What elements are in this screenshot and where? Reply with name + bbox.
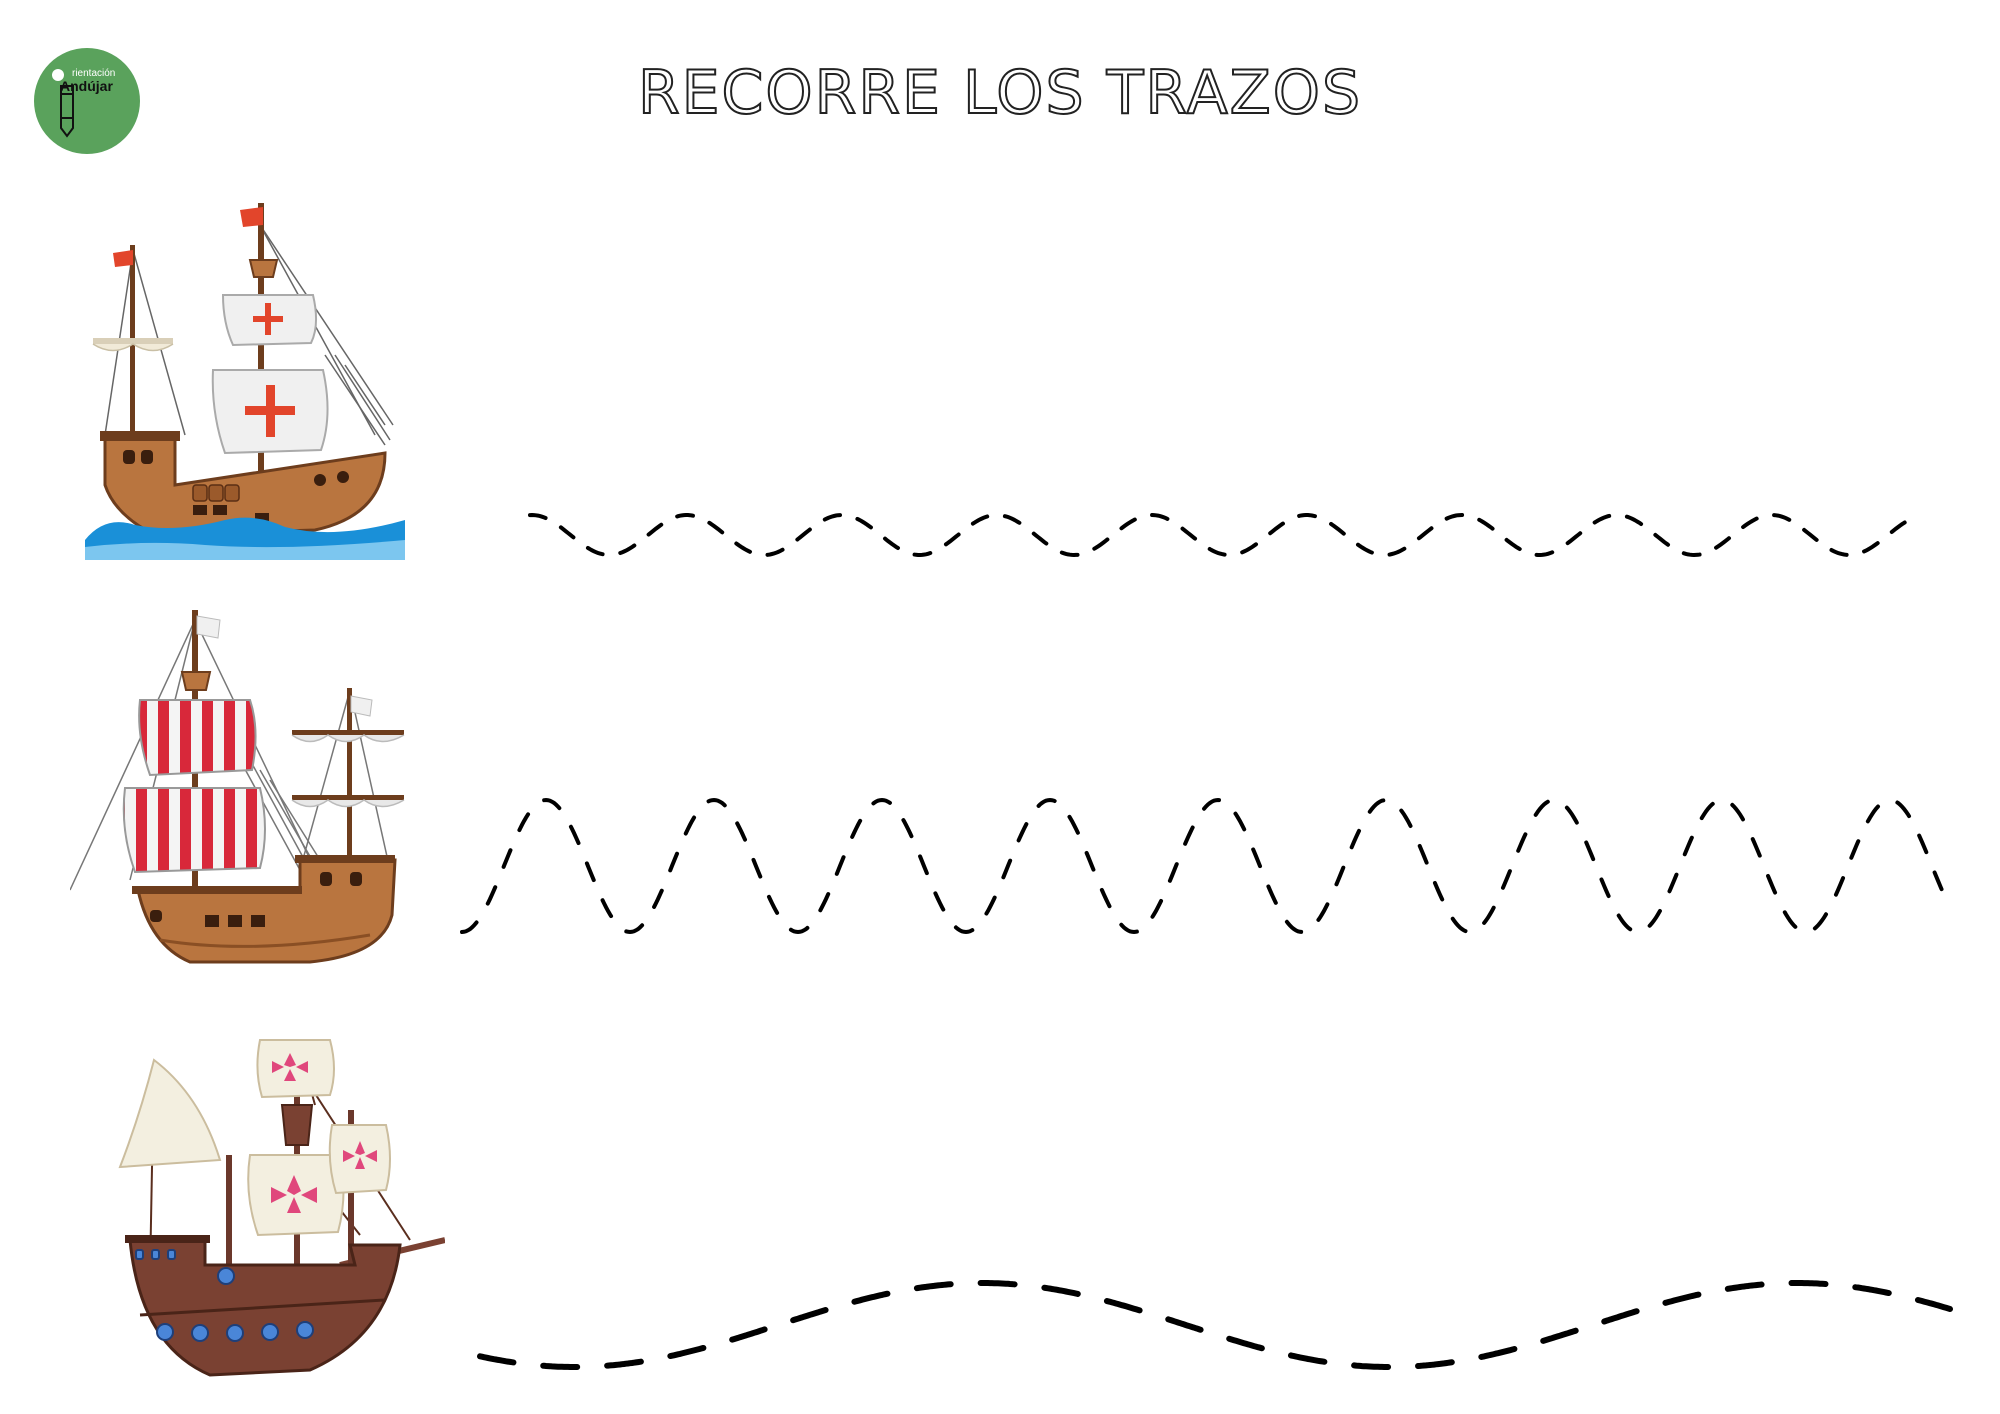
brown-galleon-icon bbox=[118, 1039, 445, 1377]
trace-line-gentle-waves[interactable] bbox=[477, 1280, 1953, 1370]
logo-text-name: Andújar bbox=[60, 78, 113, 94]
caravel-on-waves-icon bbox=[85, 203, 405, 560]
striped-sail-galleon-icon bbox=[70, 610, 405, 964]
logo: rientación Andújar bbox=[34, 48, 140, 154]
trace-line-small-waves[interactable] bbox=[528, 512, 1922, 558]
pencil-icon bbox=[52, 69, 74, 138]
logo-text-top: rientación bbox=[72, 68, 116, 79]
page-title: RECORRE LOS TRAZOS bbox=[637, 57, 1363, 129]
trace-line-tall-waves[interactable] bbox=[460, 797, 1952, 935]
